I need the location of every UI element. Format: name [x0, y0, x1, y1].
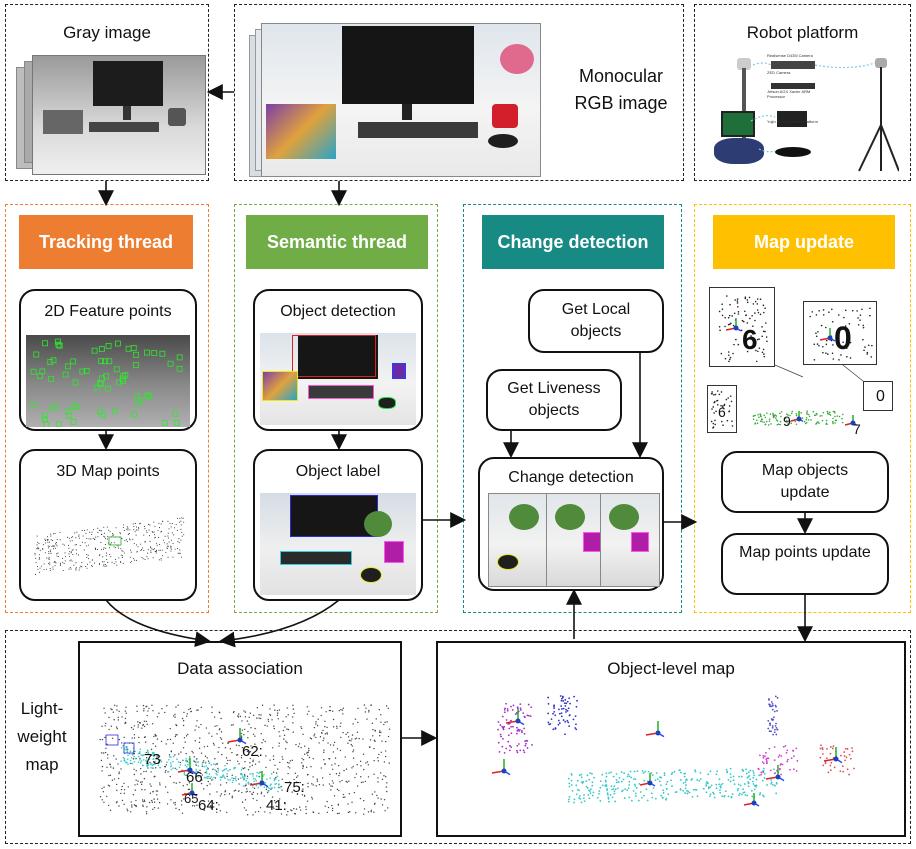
map-update-panel: Map update 6 0 6 0 9 7 Map objects updat… [694, 204, 911, 613]
change-detection-frames [488, 493, 660, 587]
map-points-box: 3D Map points [19, 449, 197, 601]
get-local-objects-label: Get Local objects [561, 301, 631, 340]
object-label-image [260, 493, 416, 595]
lightweight-map-label: Light-weight map [17, 699, 67, 774]
rgb-image-photo [261, 23, 541, 177]
robot-platform-panel: Robot platform Realsense D435i Camera ZE… [694, 4, 911, 181]
rgb-image-panel: Monocular RGB image [234, 4, 684, 181]
landmark-id: 66 [186, 769, 203, 786]
gray-image-title: Gray image [63, 23, 151, 42]
object-id-label: 7 [853, 421, 861, 437]
robot-platform-photo: Realsense D435i Camera ZED Camera Jetson… [709, 53, 899, 175]
map-objects-figure: 6 0 6 0 9 7 [703, 281, 905, 439]
change-detection-panel: Change detection Get Local objects Get L… [463, 204, 682, 613]
change-detection-banner: Change detection [482, 215, 664, 269]
robot-spec-label: Jetson AGX Xavier ARM Processor [767, 89, 811, 99]
map-objects-update-box: Map objects update [721, 451, 889, 513]
map-points-cloud [34, 517, 185, 576]
object-label-box: Object label [253, 449, 423, 601]
landmark-id: 41: [266, 797, 287, 814]
object-id-label: 6 [718, 404, 726, 420]
semantic-thread-banner: Semantic thread [246, 215, 428, 269]
map-points-update-label: Map points update [739, 544, 871, 561]
robot-spec-label: ZED Camera [767, 70, 791, 75]
tripod-icon [750, 62, 899, 172]
change-detection-box: Change detection [478, 457, 664, 591]
object-level-map-cloud [491, 695, 855, 807]
change-detection-label: Change detection [508, 469, 634, 486]
object-detection-image [260, 333, 416, 425]
map-objects-update-label: Map objects update [761, 462, 849, 501]
get-local-objects-box: Get Local objects [528, 289, 664, 353]
landmark-id: 65 [184, 791, 199, 806]
feature-points-image [26, 335, 190, 427]
tracking-thread-panel: Tracking thread 2D Feature points 3D Map… [5, 204, 209, 613]
object-id-label: 6 [742, 324, 758, 355]
robot-spec-label: Yujin Kobuki Mobile Platform [767, 119, 818, 124]
rgb-image-stack [249, 17, 541, 177]
map-update-banner: Map update [713, 215, 895, 269]
data-association-cloud [99, 704, 391, 816]
robot-platform-title: Robot platform [746, 23, 859, 42]
landmark-id: 62: [242, 743, 263, 760]
tracking-thread-banner: Tracking thread [19, 215, 193, 269]
map-points-update-box: Map points update [721, 533, 889, 595]
feature-points-box: 2D Feature points [19, 289, 197, 431]
get-liveness-objects-label: Get Liveness objects [507, 380, 601, 419]
gray-image-panel: Gray image [5, 4, 209, 181]
robot-spec-labels: Realsense D435i Camera ZED Camera Jetson… [767, 53, 823, 124]
object-level-map-title: Object-level map [607, 659, 735, 678]
lightweight-map-panel: Light-weight map Data association 73 62:… [5, 630, 911, 844]
object-id-label: 0 [876, 388, 885, 405]
object-level-map-box: Object-level map [436, 641, 906, 837]
object-id-label: 9 [783, 413, 791, 429]
object-detection-label: Object detection [280, 303, 396, 320]
rgb-image-title: Monocular RGB image [574, 66, 668, 113]
object-detection-box: Object detection [253, 289, 423, 431]
landmark-id: 73 [144, 751, 161, 768]
data-association-box: Data association 73 62: 66 75: 65 64: 41… [78, 641, 402, 837]
data-association-title: Data association [177, 659, 303, 678]
feature-points-label: 2D Feature points [44, 303, 172, 320]
gray-image-photo [32, 55, 206, 175]
landmark-id: 75: [284, 779, 305, 796]
get-liveness-objects-box: Get Liveness objects [486, 369, 622, 431]
landmark-id: 64: [198, 797, 219, 814]
object-id-label: 0 [834, 320, 852, 356]
robot-spec-label: Realsense D435i Camera [767, 53, 813, 58]
semantic-thread-panel: Semantic thread Object detection Object … [234, 204, 438, 613]
object-label-label: Object label [295, 463, 381, 480]
map-points-label: 3D Map points [56, 463, 160, 480]
